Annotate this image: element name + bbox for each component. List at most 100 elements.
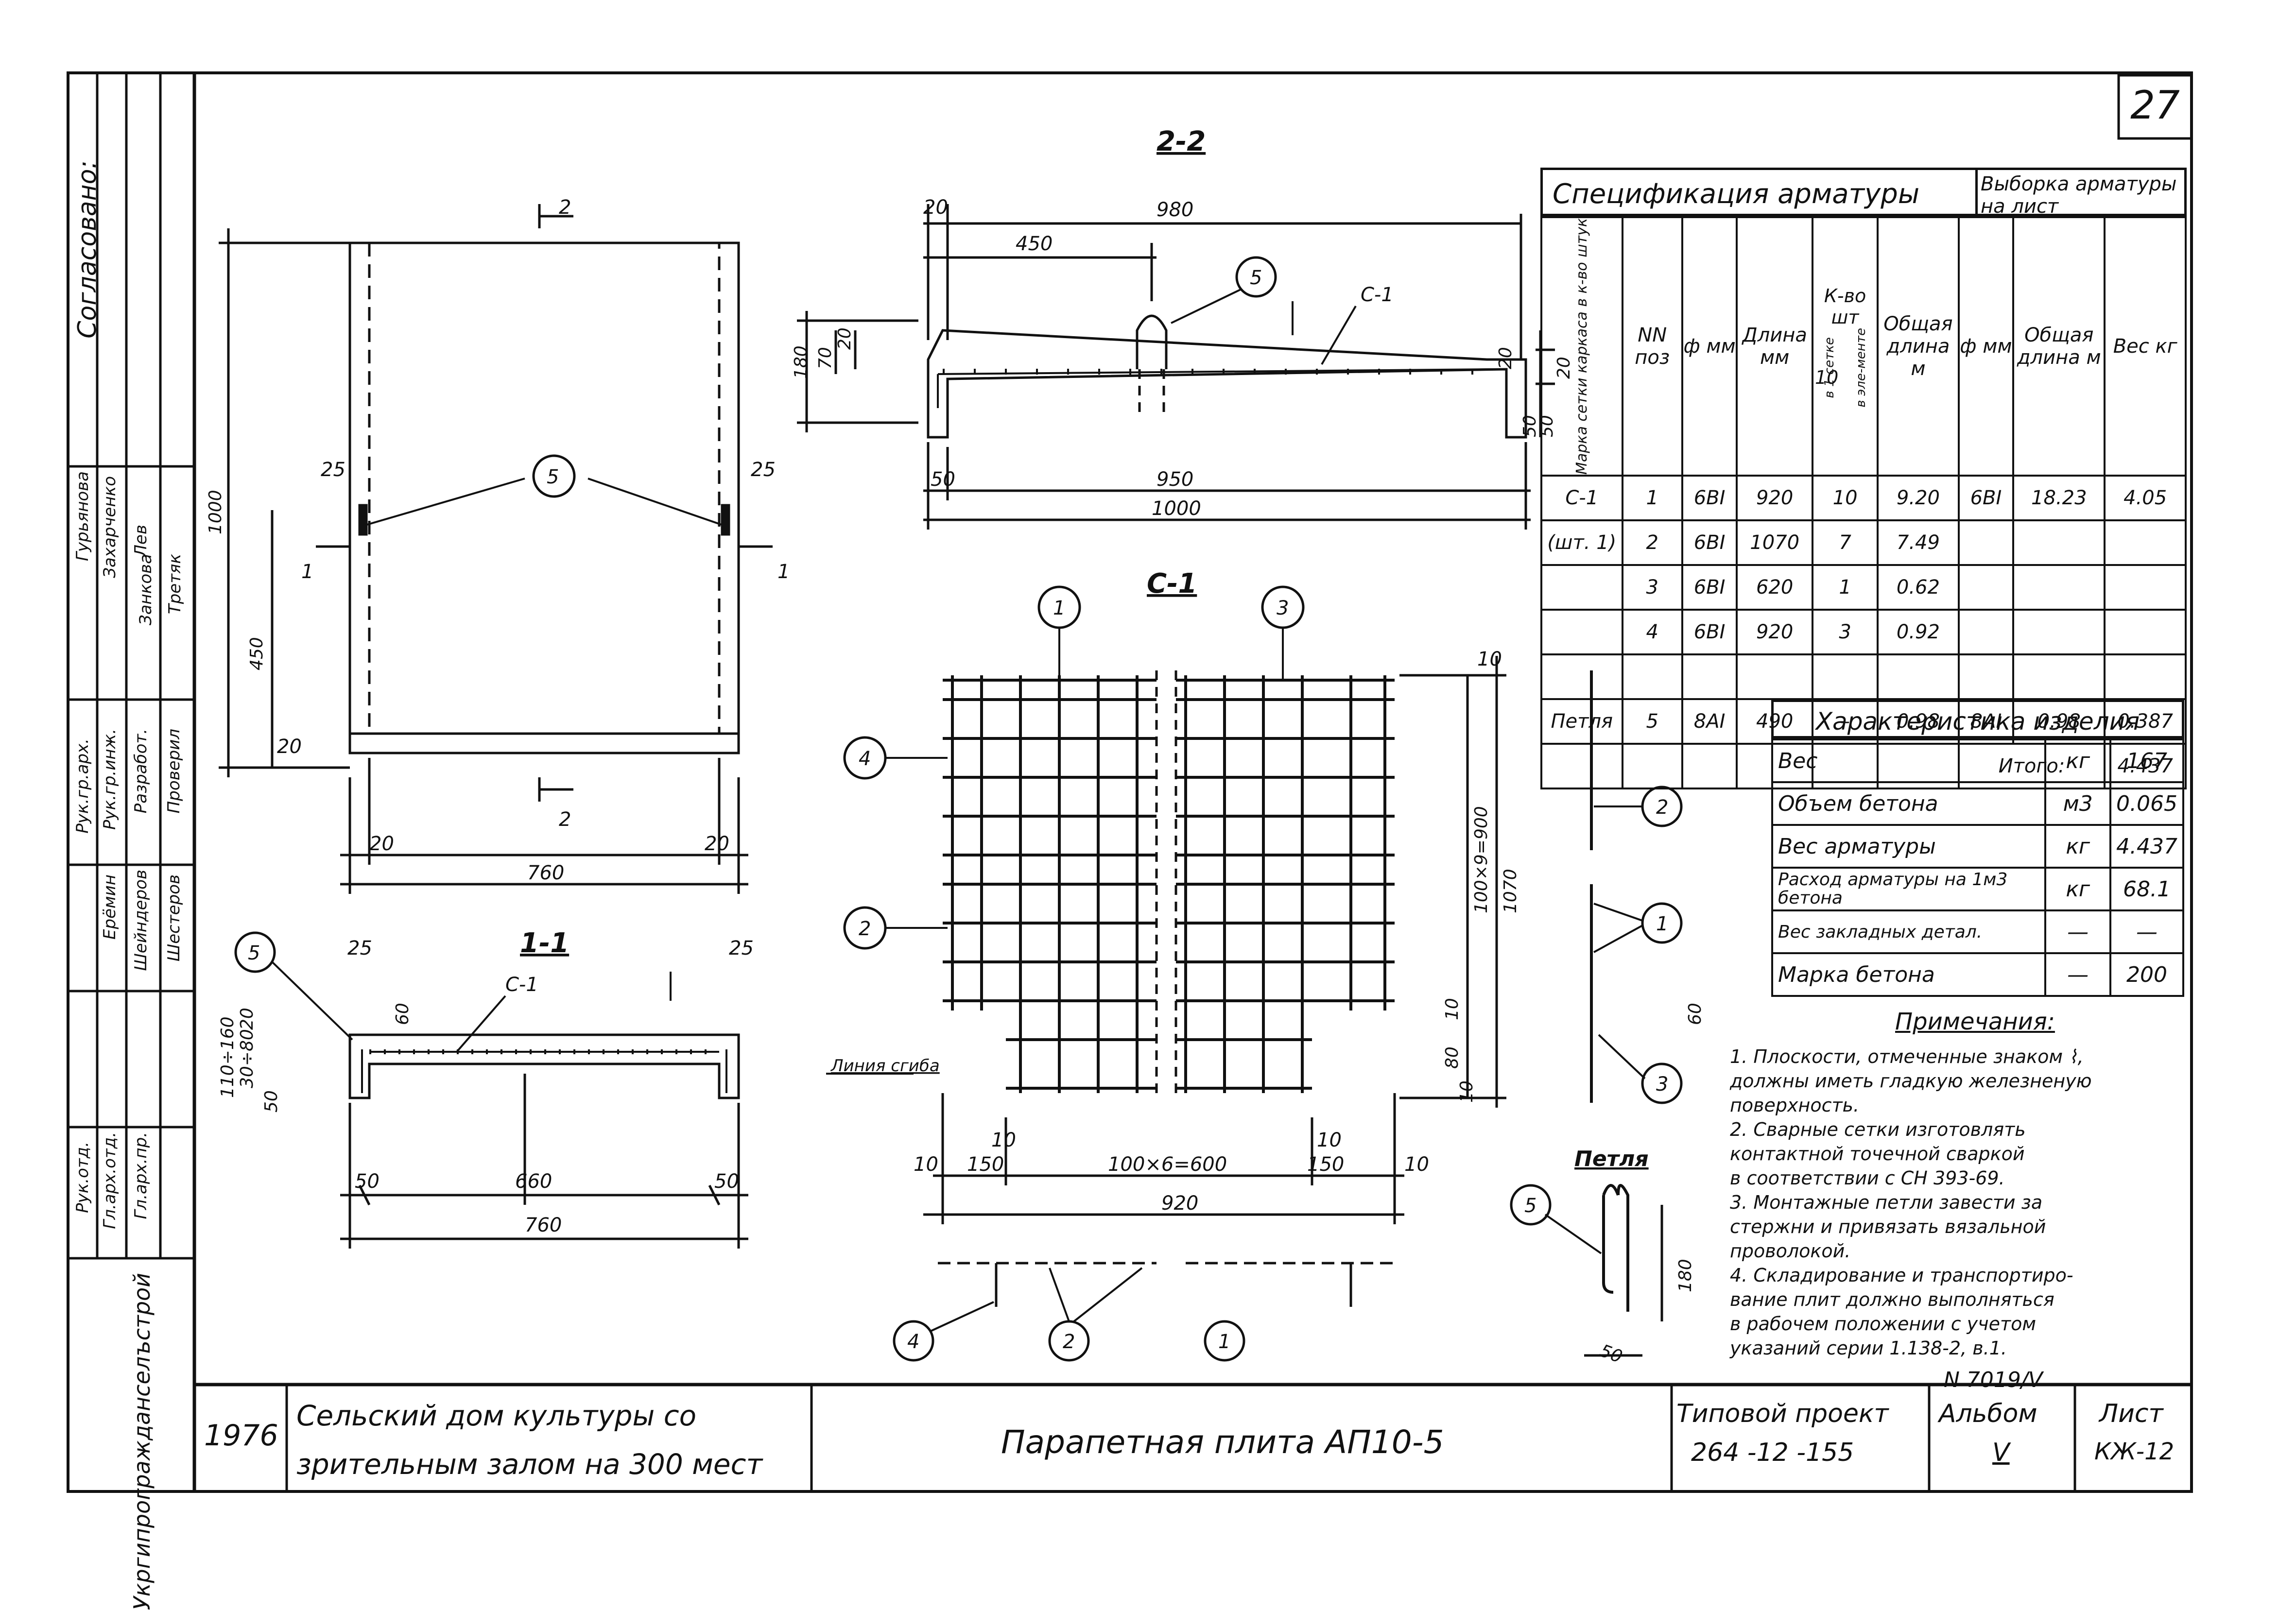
spec_table-rows-0-sd: 6ВI — [1957, 474, 2015, 521]
plan-section-mark: 2 — [559, 196, 571, 219]
char_table-rows-0-unit: кг — [2044, 738, 2112, 783]
spec_table-rows-1-tl: 7.49 — [1877, 519, 1960, 566]
left_strip-roles-5: Гл.арх.отд. — [100, 1132, 120, 1229]
typ-number: 264 -12 -155 — [1691, 1438, 1854, 1467]
notes-lines-10: вание плит должно выполняться — [1730, 1289, 2054, 1310]
notes-title: Примечания: — [1895, 1008, 2055, 1035]
spec-table: Спецификация арматуры Выборка арматуры н… — [1540, 168, 2187, 789]
section_1_1-dims-top_left: 25 — [347, 937, 372, 959]
section_2_2-dims-h1: 180 — [791, 345, 811, 379]
plan_view-dims-height: 1000 — [206, 490, 225, 534]
mesh_c1-callouts-5: 1 — [1656, 913, 1668, 935]
char_table-rows-5-unit: — — [2044, 952, 2112, 997]
char_table-rows-0-name: Вес — [1771, 738, 2047, 783]
spec_table-rows-0-b: 10 — [1815, 367, 1839, 388]
section_1_1-dims-h5: 50 — [261, 1090, 281, 1113]
left_strip-roles-4: Рук.отд. — [73, 1142, 92, 1213]
section_2_2-callout: 5 — [1250, 267, 1262, 289]
mesh_c1-dims-total: 920 — [1161, 1192, 1198, 1215]
spec_table-rows-0-dia: 6ВI — [1681, 474, 1738, 521]
spec_table-rows-3-len: 920 — [1736, 608, 1814, 655]
mesh_c1-dims-r3: 10 — [1457, 1080, 1477, 1103]
spec_table-rows-0-sw: 4.05 — [2104, 474, 2187, 521]
mesh_c1-dims-small2: 10 — [1317, 1129, 1342, 1151]
char_table-rows-2-val: 4.437 — [2109, 824, 2184, 869]
sheet-title: Парапетная плита АП10-5 — [1001, 1423, 1444, 1461]
mesh_c1-callouts-1: 3 — [1277, 597, 1289, 619]
section_1_1-dims-h3: 30÷80 — [237, 1029, 257, 1088]
plan_view-dims-left_edge: 25 — [321, 459, 345, 481]
left_strip-names-4: Третяк — [165, 554, 185, 615]
spec-title2: Выборка арматуры на лист — [1978, 168, 2187, 218]
section_2_2-dims-bottom_left: 50 — [931, 468, 955, 491]
spec_table-headers-total_len: Общая длина м — [1877, 216, 1960, 477]
spec_table-headers-qty_b: в эле-менте — [1853, 328, 1868, 408]
plan_view-dims-width: 760 — [527, 862, 564, 884]
spec_table-rows-1-len: 1070 — [1736, 519, 1814, 566]
mesh_c1-dims-overall: 1070 — [1501, 869, 1520, 913]
char_table-rows-5-val: 200 — [2109, 952, 2184, 997]
left_strip-roles-3: Проверил — [164, 729, 184, 814]
section_2_2-dims-overall: 1000 — [1152, 497, 1201, 520]
left_strip-roles-2: Разработ. — [131, 729, 151, 814]
plan_view-callout: 5 — [547, 466, 559, 488]
plan_view-cut_mark: 1 — [777, 561, 790, 583]
section_2_2-dims-left_span: 450 — [1016, 233, 1053, 255]
notes-lines-0: 1. Плоскости, отмеченные знаком ⌇, — [1730, 1046, 2084, 1067]
left_strip-names-3: Занкова — [136, 554, 155, 626]
section_2_2-mark_label: С-1 — [1361, 284, 1394, 306]
notes-lines-4: контактной точечной сваркой — [1730, 1143, 2025, 1165]
table-row: Вес закладных детал.—— — [1771, 909, 2184, 954]
spec_table-rows-0-sl: 18.23 — [2012, 474, 2106, 521]
typ-label: Типовой проект — [1676, 1399, 1889, 1428]
spec_table-rows-2-len: 620 — [1736, 564, 1814, 611]
mesh_c1-dims-b_span: 100×6=600 — [1108, 1153, 1227, 1176]
section_1_1-dims-span: 660 — [515, 1170, 552, 1193]
spec_table-headers-dia: ф мм — [1681, 216, 1738, 477]
plan-outline — [348, 241, 740, 754]
mesh_c1-callouts-0: 1 — [1053, 597, 1065, 619]
left_strip-roles-1: Рук.гр.инж. — [100, 729, 120, 830]
section_1_1-callout: 5 — [248, 942, 260, 964]
notes-lines-2: поверхность. — [1730, 1095, 1860, 1116]
table-row: Марка бетона—200 — [1771, 952, 2184, 997]
mesh_c1-dims-r1: 10 — [1442, 998, 1462, 1020]
section_2_2-dims-right2: 50 — [1520, 415, 1540, 437]
spec_table-rows-1-pos: 2 — [1621, 519, 1683, 566]
mesh_c1-dims-right_top: 10 — [1477, 648, 1502, 670]
plan_view-dims-small: 20 — [277, 736, 302, 758]
spec_table-rows-1-dia: 6ВI — [1681, 519, 1738, 566]
notes-lines-6: 3. Монтажные петли завести за — [1730, 1192, 2043, 1213]
mesh_c1-callouts-4: 2 — [1656, 796, 1668, 819]
mesh_c1-callouts-6: 3 — [1656, 1073, 1668, 1096]
section_2_2-dims-bottom_span: 950 — [1157, 468, 1193, 491]
mesh-title: С-1 — [1147, 568, 1197, 599]
approved-label: Согласовано: — [73, 160, 102, 339]
char_table-rows-1-val: 0.065 — [2109, 781, 2184, 826]
section_1_1-dims-h2: 20 — [237, 1008, 257, 1030]
section_1_1-dims-h4: 110÷160 — [218, 1016, 238, 1098]
char_table-rows-5-name: Марка бетона — [1771, 952, 2047, 997]
spec_table-rows-1-a: 7 — [1812, 519, 1879, 566]
char_table-rows-4-unit: — — [2044, 909, 2112, 954]
spec_table-rows-3-pos: 4 — [1621, 608, 1683, 655]
notes-lines-9: 4. Складирование и транспортиро- — [1730, 1265, 2073, 1286]
section-2-2-title: 2-2 — [1157, 126, 1206, 157]
loop-dims-height: 180 — [1675, 1259, 1695, 1292]
spec_table-headers-mark: Марка сетки каркаса в к-во штук — [1573, 218, 1590, 475]
section_2_2-dims-h3: 70 — [815, 347, 835, 369]
section_1_1-dims-right: 50 — [714, 1170, 739, 1193]
section-1-1-title: 1-1 — [520, 927, 569, 959]
mesh_c1-dims-b_right: 150 — [1307, 1153, 1344, 1176]
char_table-rows-2-name: Вес арматуры — [1771, 824, 2047, 869]
mesh_c1-dims-b_left: 10 — [914, 1153, 938, 1176]
notes-lines-12: указаний серии 1.138-2, в.1. — [1730, 1337, 2007, 1359]
section_1_1-dims-h1: 60 — [393, 1003, 413, 1025]
left_strip-roles-6: Гл.арх.пр. — [131, 1132, 151, 1219]
spec_table-rows-3-mark — [1540, 608, 1623, 655]
